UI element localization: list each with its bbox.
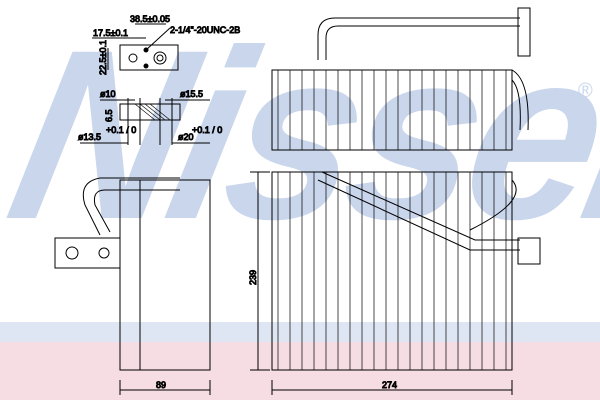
evaporator-top-view xyxy=(271,7,531,151)
dim-bore-small: ø10 xyxy=(100,89,116,99)
dim-hole-large: ø20 xyxy=(178,132,194,142)
dim-height: 239 xyxy=(248,270,258,285)
tol-hole-large: +0.1 / 0 xyxy=(192,125,222,135)
dim-22-5: 22.5±0.1 xyxy=(98,40,108,75)
flange-section-view xyxy=(80,98,210,145)
blue-band xyxy=(0,322,600,342)
dim-thickness: 6.5 xyxy=(104,109,114,122)
tol-hole-small: +0.1 / 0 xyxy=(106,125,136,135)
evaporator-front-view xyxy=(250,171,541,395)
dim-38-5: 38.5±0.05 xyxy=(130,14,170,24)
dim-depth: 89 xyxy=(156,380,166,390)
dim-hole-small: ø13.5 xyxy=(78,132,101,142)
dim-17-5: 17.5±0.1 xyxy=(93,28,128,38)
registered-mark: ® xyxy=(578,80,593,102)
thread-spec: 2-1/4"-20UNC-2B xyxy=(170,25,240,35)
evaporator-side-view xyxy=(54,177,211,395)
dim-width: 274 xyxy=(382,380,397,390)
flange-top-view xyxy=(92,23,179,71)
dim-bore-large: ø15.5 xyxy=(180,89,203,99)
